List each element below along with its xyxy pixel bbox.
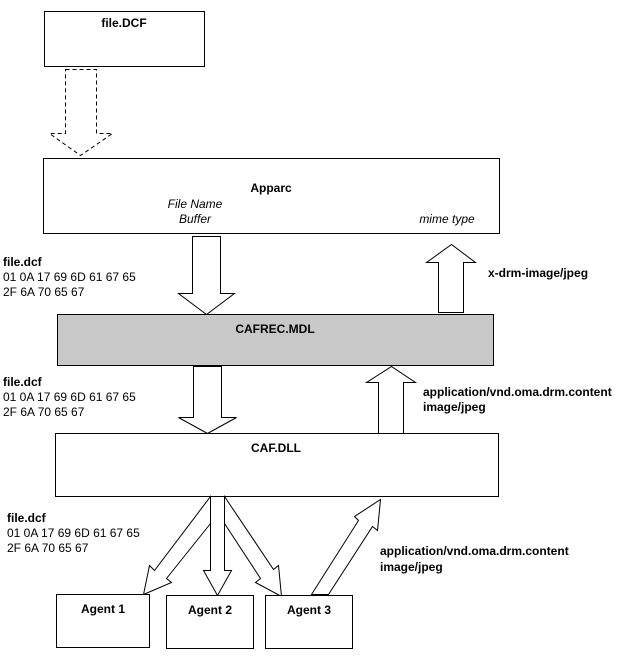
file-dcf-box[interactable] bbox=[44, 11, 205, 67]
arrow-apparc-to-cafrec bbox=[177, 236, 236, 316]
cafrec-box[interactable] bbox=[57, 314, 494, 366]
apparc-box[interactable] bbox=[43, 158, 500, 234]
apparc-label: Apparc bbox=[250, 181, 292, 195]
node-cafrec[interactable]: CAFREC.MDL bbox=[57, 314, 494, 366]
agent2-label: Agent 2 bbox=[188, 603, 232, 617]
agent1-label: Agent 1 bbox=[81, 602, 125, 616]
agent1-box[interactable] bbox=[56, 594, 150, 648]
annotation-mime-line-1: application/vnd.oma.drm.content bbox=[380, 544, 569, 558]
annotation-hex-line-2: 2F 6A 70 65 67 bbox=[3, 405, 85, 419]
arrow-caf-to-agent3 bbox=[224, 494, 283, 598]
caf-label: CAF.DLL bbox=[251, 441, 301, 455]
node-agent3[interactable]: Agent 3 bbox=[265, 595, 353, 649]
annotation-hex-line-1: 01 0A 17 69 6D 61 67 65 bbox=[3, 390, 136, 404]
annotation-hex-line-1: 01 0A 17 69 6D 61 67 65 bbox=[7, 526, 140, 540]
annotation-title: file.dcf bbox=[7, 511, 47, 525]
annotation-mime-line-2: image/jpeg bbox=[423, 400, 486, 414]
annotation-cafrec-to-caf: file.dcf 01 0A 17 69 6D 61 67 65 2F 6A 7… bbox=[3, 375, 136, 419]
node-agent2[interactable]: Agent 2 bbox=[166, 595, 254, 649]
annotation-hex-line-1: 01 0A 17 69 6D 61 67 65 bbox=[3, 270, 136, 284]
annotation-cafrec-to-apparc: x-drm-image/jpeg bbox=[488, 266, 588, 280]
annotation-mime-line-1: application/vnd.oma.drm.content bbox=[423, 385, 612, 399]
arrow-cafrec-to-apparc bbox=[424, 243, 477, 313]
file-dcf-label: file.DCF bbox=[101, 16, 146, 30]
arrow-file-to-apparc bbox=[47, 69, 115, 157]
arrow-agent3-to-caf bbox=[310, 498, 382, 595]
agent3-box[interactable] bbox=[265, 595, 353, 649]
arrow-caf-to-cafrec bbox=[364, 365, 418, 434]
annotation-agent3-to-caf: application/vnd.oma.drm.content image/jp… bbox=[380, 544, 569, 574]
caf-box[interactable] bbox=[55, 433, 499, 497]
agent2-box[interactable] bbox=[166, 595, 254, 649]
annotation-title: file.dcf bbox=[3, 375, 43, 389]
annotation-hex-line-2: 2F 6A 70 65 67 bbox=[3, 285, 85, 299]
node-caf[interactable]: CAF.DLL bbox=[55, 433, 499, 497]
apparc-mime-type-label: mime type bbox=[419, 212, 475, 226]
annotation-title: file.dcf bbox=[3, 255, 43, 269]
apparc-buffer-label: Buffer bbox=[179, 212, 212, 226]
apparc-file-name-label: File Name bbox=[168, 197, 223, 211]
cafrec-label: CAFREC.MDL bbox=[235, 322, 314, 336]
annotation-caf-to-agents: file.dcf 01 0A 17 69 6D 61 67 65 2F 6A 7… bbox=[7, 511, 140, 555]
arrow-caf-to-agent1 bbox=[142, 495, 211, 596]
arrow-cafrec-to-caf bbox=[178, 366, 237, 435]
node-apparc[interactable]: Apparc File Name Buffer mime type bbox=[43, 158, 500, 234]
annotation-mime-line-1: x-drm-image/jpeg bbox=[488, 266, 588, 280]
annotation-hex-line-2: 2F 6A 70 65 67 bbox=[7, 541, 89, 555]
node-file-dcf[interactable]: file.DCF bbox=[44, 11, 205, 67]
agent3-label: Agent 3 bbox=[287, 603, 331, 617]
annotation-mime-line-2: image/jpeg bbox=[380, 560, 443, 574]
node-agent1[interactable]: Agent 1 bbox=[56, 594, 150, 648]
annotation-apparc-to-cafrec: file.dcf 01 0A 17 69 6D 61 67 65 2F 6A 7… bbox=[3, 255, 136, 299]
annotation-caf-to-cafrec: application/vnd.oma.drm.content image/jp… bbox=[423, 385, 612, 414]
